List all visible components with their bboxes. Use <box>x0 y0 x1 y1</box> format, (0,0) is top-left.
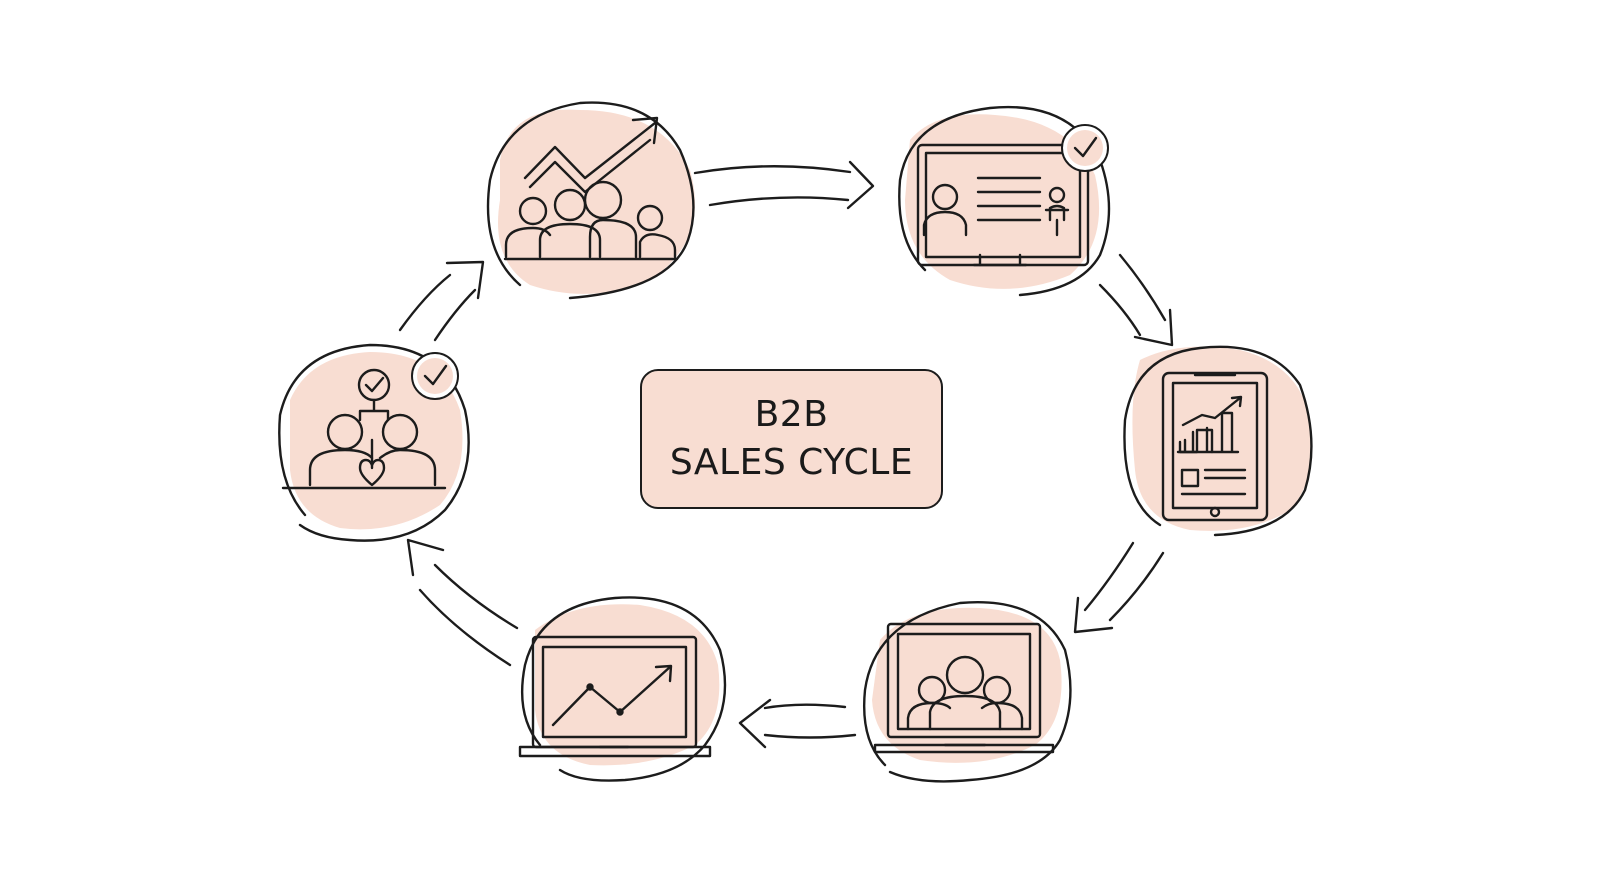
arrow-stage3-to-stage4 <box>1073 541 1165 634</box>
arrow-stage4-to-stage5 <box>738 698 857 749</box>
stage-blob <box>905 114 1100 289</box>
stage-blob <box>872 607 1062 763</box>
video-meeting-laptop-icon <box>873 622 1055 754</box>
arrow-stage1-to-stage2 <box>693 160 875 210</box>
stage-outline <box>1123 345 1313 537</box>
center-title-line1: B2B <box>754 394 829 435</box>
stage-video-meeting <box>863 601 1072 783</box>
people-agreement-check-icon <box>281 352 459 490</box>
stage-blob <box>290 352 463 530</box>
presentation-monitor-check-icon <box>916 124 1109 267</box>
center-title-box: B2B SALES CYCLE <box>640 369 943 509</box>
tablet-report-icon <box>1161 371 1269 522</box>
stage-growth-audience <box>486 101 695 300</box>
stage-people-agreement <box>278 343 470 542</box>
stage-outline <box>863 601 1072 783</box>
stage-tablet-report <box>1123 345 1313 537</box>
growth-audience-icon <box>503 116 679 261</box>
stage-blob <box>498 109 695 294</box>
stage-outline <box>520 596 727 782</box>
stage-blob <box>535 604 720 766</box>
stage-outline <box>278 343 470 542</box>
stage-presentation-monitor <box>898 105 1111 297</box>
arrow-stage6-to-stage1 <box>398 260 485 342</box>
laptop-trend-chart-icon <box>518 635 712 758</box>
stage-outline <box>898 105 1111 297</box>
center-title-line2: SALES CYCLE <box>669 442 914 483</box>
stage-laptop-trend <box>518 596 727 782</box>
arrow-stage2-to-stage3 <box>1098 253 1174 347</box>
arrow-stage5-to-stage6 <box>406 538 519 667</box>
